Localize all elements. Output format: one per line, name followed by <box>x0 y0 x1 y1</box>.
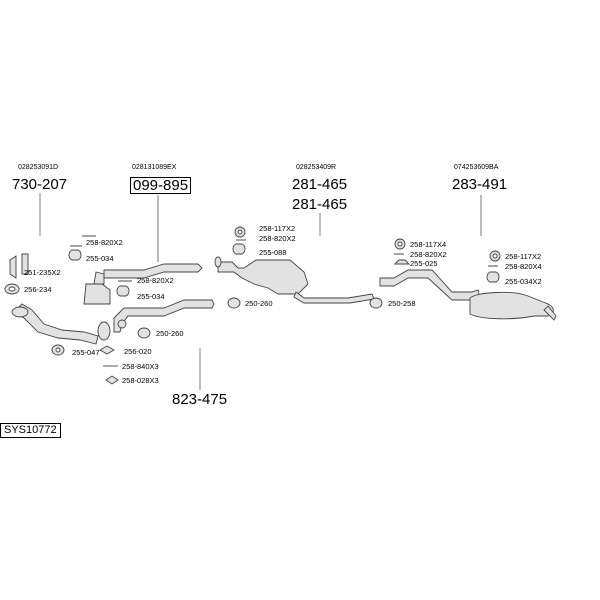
catalyst-shape <box>83 283 111 305</box>
fitting-label: 258-840X3 <box>122 362 159 371</box>
front-pipe-drawing <box>4 253 119 385</box>
fitting-label: 255-047 <box>72 348 100 357</box>
fitting-label: 255-034X2 <box>505 277 542 286</box>
part-number: 823-475 <box>172 391 228 408</box>
middle-silencer-drawing <box>214 226 375 309</box>
nut-icon <box>99 345 115 355</box>
rear-inlet-pipe <box>379 269 481 301</box>
fitting-label: 258-820X2 <box>259 234 296 243</box>
fitting-label: 256-020 <box>124 347 152 356</box>
fitting-label: 250-260 <box>156 329 184 338</box>
fitting-label: 258-820X2 <box>410 250 447 259</box>
fitting-label: 255-034 <box>86 254 114 263</box>
silencer-tail-pipe <box>293 291 375 304</box>
fitting-label: 255-025 <box>410 259 438 268</box>
fitting-label: 258-820X4 <box>505 262 542 271</box>
fitting-label: 255-034 <box>137 292 165 301</box>
fitting-label: 256-234 <box>24 285 52 294</box>
fitting-label: 258-117X4 <box>410 240 447 249</box>
gasket-icon <box>9 255 17 279</box>
rear-silencer-drawing <box>369 238 557 321</box>
oe-number: 074253609BA <box>454 164 499 171</box>
silencer-body <box>217 259 309 295</box>
fitting-label: 258-117X2 <box>505 252 542 261</box>
fitting-label: 250-258 <box>388 299 416 308</box>
part-number-highlighted: 099-895 <box>130 177 192 194</box>
mid-pipe-upper <box>103 263 203 279</box>
oe-number: 028253409R <box>296 164 337 171</box>
fitting-label: 255-088 <box>259 248 287 257</box>
system-code: SYS10772 <box>0 423 61 438</box>
fitting-label: 258-820X2 <box>86 238 123 247</box>
oe-number: 028253091D <box>18 164 59 171</box>
fitting-label: 258-117X2 <box>259 224 296 233</box>
part-number: 283-491 <box>452 176 508 193</box>
fitting-label: 258-028X3 <box>122 376 159 385</box>
catalyst-pipe-drawing <box>68 235 215 339</box>
fitting-label: 251-235X2 <box>24 268 61 277</box>
mid-pipe-lower <box>113 299 215 333</box>
front-pipe-shape <box>13 303 99 345</box>
part-number: 730-207 <box>12 176 68 193</box>
fitting-label: 258-820X2 <box>137 276 174 285</box>
part-number: 281-465 <box>292 196 348 213</box>
fitting-label: 250-260 <box>245 299 273 308</box>
nut-icon <box>105 375 119 385</box>
part-number: 281-465 <box>292 176 348 193</box>
rear-silencer-body <box>469 291 554 320</box>
oe-number: 028131089EX <box>132 164 177 171</box>
